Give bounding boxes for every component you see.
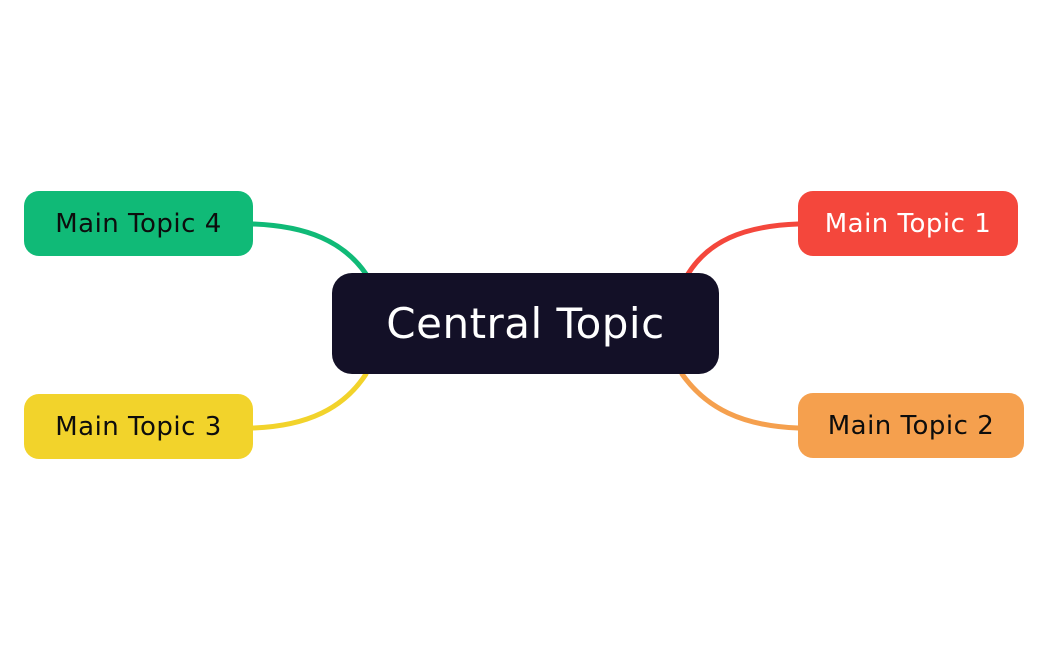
connector-main-topic-1	[685, 221, 801, 277]
connector-main-topic-2	[679, 371, 801, 431]
central-topic-node[interactable]: Central Topic	[332, 273, 719, 374]
central-topic-label: Central Topic	[386, 299, 665, 348]
main-topic-4-label: Main Topic 4	[55, 208, 222, 239]
main-topic-3-label: Main Topic 3	[55, 411, 222, 442]
main-topic-2-node[interactable]: Main Topic 2	[798, 393, 1024, 458]
main-topic-2-label: Main Topic 2	[827, 410, 995, 441]
main-topic-3-node[interactable]: Main Topic 3	[24, 394, 253, 459]
main-topic-1-node[interactable]: Main Topic 1	[798, 191, 1018, 256]
connector-main-topic-4	[250, 221, 369, 277]
main-topic-4-node[interactable]: Main Topic 4	[24, 191, 253, 256]
connector-main-topic-3	[250, 371, 369, 431]
main-topic-1-label: Main Topic 1	[824, 208, 992, 239]
